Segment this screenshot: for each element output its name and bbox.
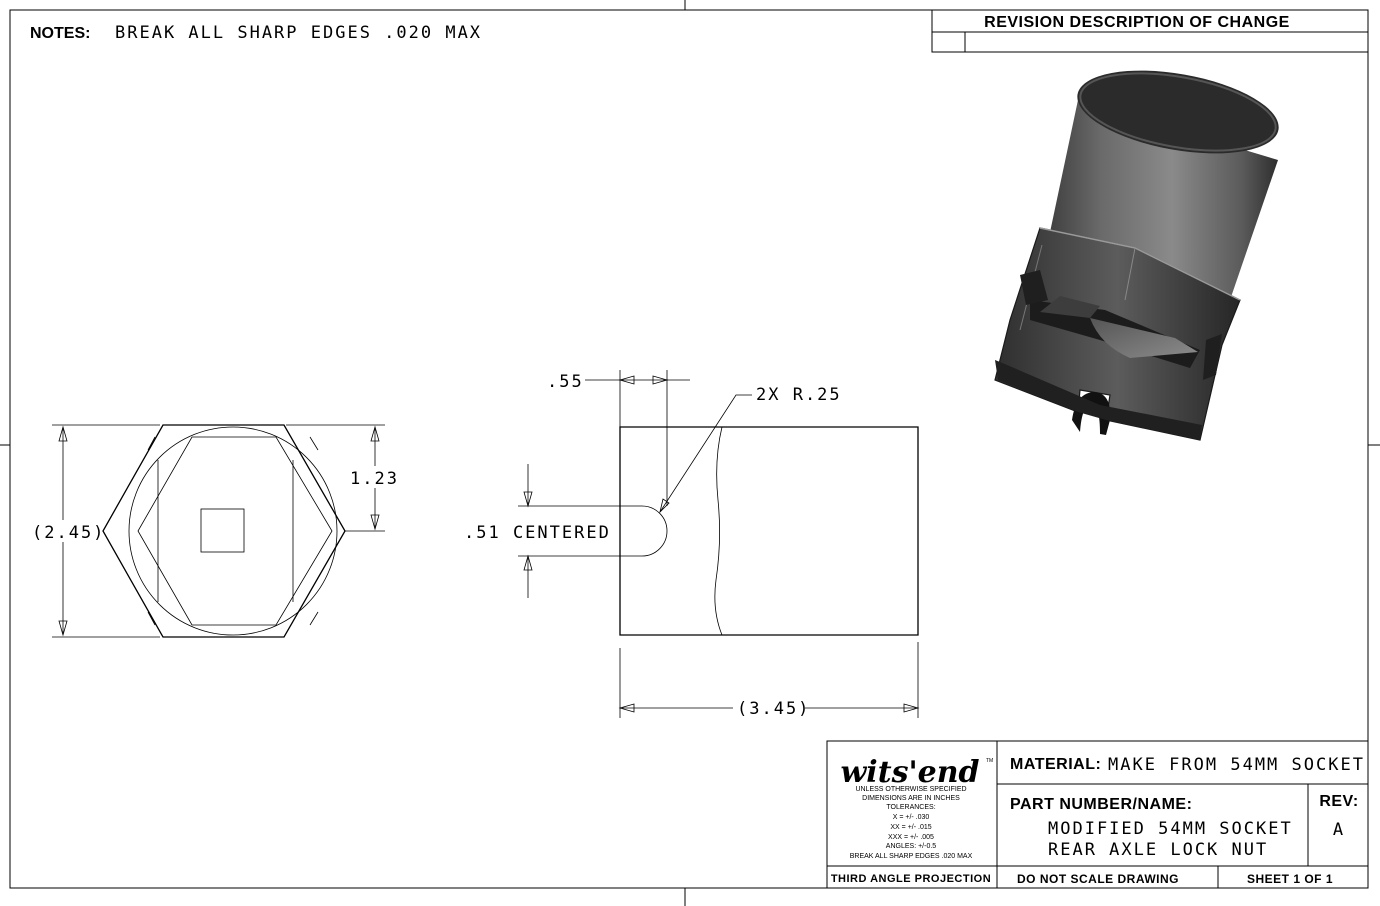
dim-overall-width-text: (2.45) [32, 523, 105, 543]
part-line-1: MODIFIED 54MM SOCKET [1048, 819, 1293, 839]
revision-header: REVISION DESCRIPTION OF CHANGE [984, 14, 1290, 31]
logo-tm: TM [986, 758, 993, 764]
revision-block: REVISION DESCRIPTION OF CHANGE [931, 9, 1369, 53]
part-line-2: REAR AXLE LOCK NUT [1048, 840, 1268, 860]
dim-half-height-text: 1.23 [350, 469, 399, 489]
dim-overall-width: (2.45) [28, 424, 160, 638]
sheet-count: SHEET 1 OF 1 [1247, 872, 1333, 886]
dim-slot-depth: .55 [545, 370, 690, 506]
tol-line-0: UNLESS OTHERWISE SPECIFIED [855, 786, 966, 793]
tol-line-1: DIMENSIONS ARE IN INCHES [862, 795, 960, 802]
part-label: PART NUMBER/NAME: [1010, 796, 1192, 813]
dim-radius: 2X R.25 [659, 385, 842, 514]
notes-text: BREAK ALL SHARP EDGES .020 MAX [115, 23, 482, 43]
tol-line-2: TOLERANCES: [886, 804, 935, 811]
dim-slot-depth-text: .55 [547, 372, 584, 392]
dim-length-text: (3.45) [737, 699, 810, 719]
dim-length: (3.45) [618, 642, 920, 719]
end-view-hexagon [102, 424, 346, 638]
dim-slot-width-text: .51 CENTERED [464, 523, 611, 543]
drive-square [200, 508, 245, 553]
title-block: wits'end TM UNLESS OTHERWISE SPECIFIED D… [826, 740, 1369, 889]
material-value: MAKE FROM 54MM SOCKET [1108, 755, 1365, 775]
notes-label: NOTES: [30, 25, 90, 42]
tol-line-6: ANGLES: +/-0.5 [886, 843, 936, 850]
rev-label: REV: [1319, 793, 1358, 810]
isometric-view [994, 70, 1279, 441]
tol-line-4: XX = +/- .015 [890, 824, 931, 831]
projection: THIRD ANGLE PROJECTION [831, 873, 991, 885]
dim-radius-text: 2X R.25 [756, 385, 842, 405]
side-view [619, 426, 919, 636]
material-label: MATERIAL: [1010, 756, 1101, 773]
scale-note: DO NOT SCALE DRAWING [1017, 872, 1179, 886]
tol-line-3: X = +/- .030 [893, 814, 930, 821]
rev-value: A [1333, 820, 1345, 840]
dim-slot-width: .51 CENTERED [462, 464, 620, 598]
notes: NOTES: BREAK ALL SHARP EDGES .020 MAX [30, 23, 482, 43]
tol-line-7: BREAK ALL SHARP EDGES .020 MAX [850, 853, 973, 860]
logo: wits'end [840, 755, 979, 790]
dim-half-height: 1.23 [286, 424, 401, 532]
tol-line-5: XXX = +/- .005 [888, 834, 934, 841]
